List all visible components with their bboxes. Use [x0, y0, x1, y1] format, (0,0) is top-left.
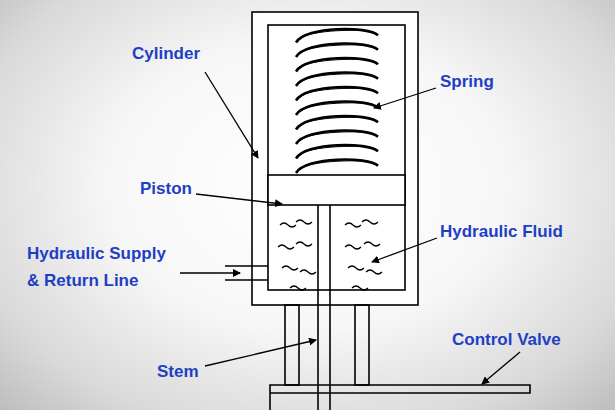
spring-turn	[300, 74, 374, 83]
fluid-wave	[282, 266, 298, 270]
fluid-wave	[345, 245, 361, 249]
part-label: Hydraulic Fluid	[440, 218, 563, 245]
fluid-wave	[278, 245, 294, 249]
cylinder-inner	[268, 25, 405, 290]
spring-turn	[296, 87, 378, 100]
spring-turn	[296, 131, 378, 144]
fluid-marks	[278, 220, 382, 290]
fluid-wave	[345, 223, 361, 227]
leader-arrow	[180, 272, 240, 273]
spring-turn	[300, 30, 374, 39]
spring-turn	[300, 103, 374, 112]
part-label: Piston	[140, 175, 192, 202]
fluid-wave	[352, 286, 368, 290]
fluid-wave	[280, 223, 296, 227]
leader-arrow	[372, 238, 437, 262]
supply-pipe	[225, 265, 268, 267]
piston	[268, 175, 405, 205]
part-label: Control Valve	[452, 326, 561, 353]
part-label: Hydraulic Supply & Return Line	[27, 240, 177, 294]
part-label: Cylinder	[132, 40, 200, 67]
spring-turn	[300, 132, 374, 141]
fluid-wave	[296, 242, 312, 246]
leader-arrow	[205, 340, 316, 366]
fluid-wave	[362, 220, 378, 224]
spring-turn	[296, 102, 378, 115]
fluid-wave	[366, 270, 382, 274]
cylinder-outer	[252, 12, 418, 305]
fluid-wave	[364, 242, 380, 246]
spring-turn	[300, 88, 374, 97]
spring-turn	[296, 73, 378, 86]
fluid-wave	[348, 266, 364, 270]
spring-coil	[296, 29, 378, 173]
stem	[317, 205, 319, 410]
yoke-leg	[355, 305, 369, 385]
fluid-wave	[296, 220, 312, 224]
spring-turn	[300, 146, 374, 155]
spring-turn	[300, 117, 374, 126]
spring-turn	[296, 116, 378, 129]
spring-turn	[296, 44, 378, 57]
leader-arrow	[196, 194, 282, 204]
spring-turn	[296, 58, 378, 71]
spring-turn	[300, 161, 374, 170]
part-label: Stem	[157, 358, 199, 385]
spring-turn	[300, 45, 374, 54]
control-valve	[270, 385, 530, 410]
spring-turn	[300, 59, 374, 68]
spring-turn	[296, 160, 378, 173]
spring-turn	[296, 29, 378, 42]
fluid-wave	[290, 286, 306, 290]
part-label: Spring	[440, 68, 494, 95]
leader-arrow	[374, 88, 436, 108]
supply-pipe	[225, 279, 268, 281]
fluid-wave	[300, 270, 316, 274]
leader-arrow	[482, 352, 520, 384]
spring-turn	[296, 145, 378, 158]
leader-arrow	[205, 72, 258, 158]
stem	[329, 205, 331, 410]
